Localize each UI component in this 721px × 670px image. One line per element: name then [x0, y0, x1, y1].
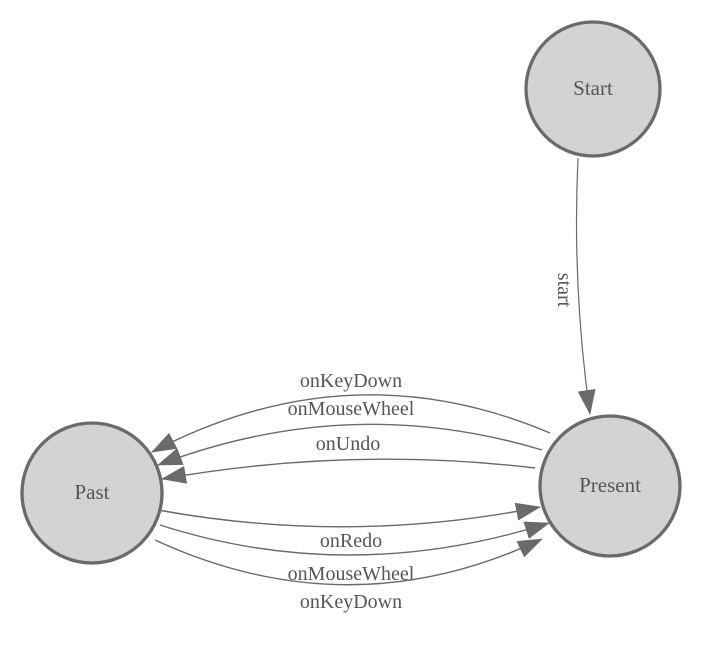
edge-label-onkeydown-bottom: onKeyDown [300, 591, 402, 613]
edge-label-layer: start onKeyDown onMouseWheel onUndo onRe… [288, 273, 575, 613]
edge-past-to-present-onkeydown [154, 538, 543, 586]
node-past[interactable]: Past [20, 421, 164, 565]
edge-label-onredo: onRedo [320, 530, 382, 552]
node-present[interactable]: Present [538, 414, 682, 558]
edge-label-onmousewheel-bottom: onMouseWheel [288, 563, 415, 585]
edge-past-to-present-onredo [157, 502, 541, 528]
node-present-circle[interactable] [538, 414, 682, 558]
node-past-label: Past [74, 480, 109, 504]
edge-label-start: start [553, 273, 575, 308]
node-start[interactable]: Start [524, 20, 662, 158]
edge-present-to-past-onmousewheel [157, 423, 543, 466]
edge-layer [151, 157, 596, 586]
edge-label-onundo: onUndo [316, 433, 380, 455]
edge-start-to-present [575, 157, 596, 415]
edge-present-to-past-onundo [161, 458, 536, 484]
edge-present-to-past-onkeydown [151, 394, 551, 453]
node-past-circle[interactable] [20, 421, 164, 565]
node-layer: Start Present Past [20, 20, 682, 565]
edge-past-to-present-onmousewheel [159, 521, 550, 556]
node-start-label: Start [573, 76, 613, 100]
node-start-circle[interactable] [524, 20, 662, 158]
edge-label-onmousewheel-top: onMouseWheel [288, 398, 415, 420]
node-present-label: Present [579, 473, 641, 497]
edge-label-onkeydown-top: onKeyDown [300, 370, 402, 392]
